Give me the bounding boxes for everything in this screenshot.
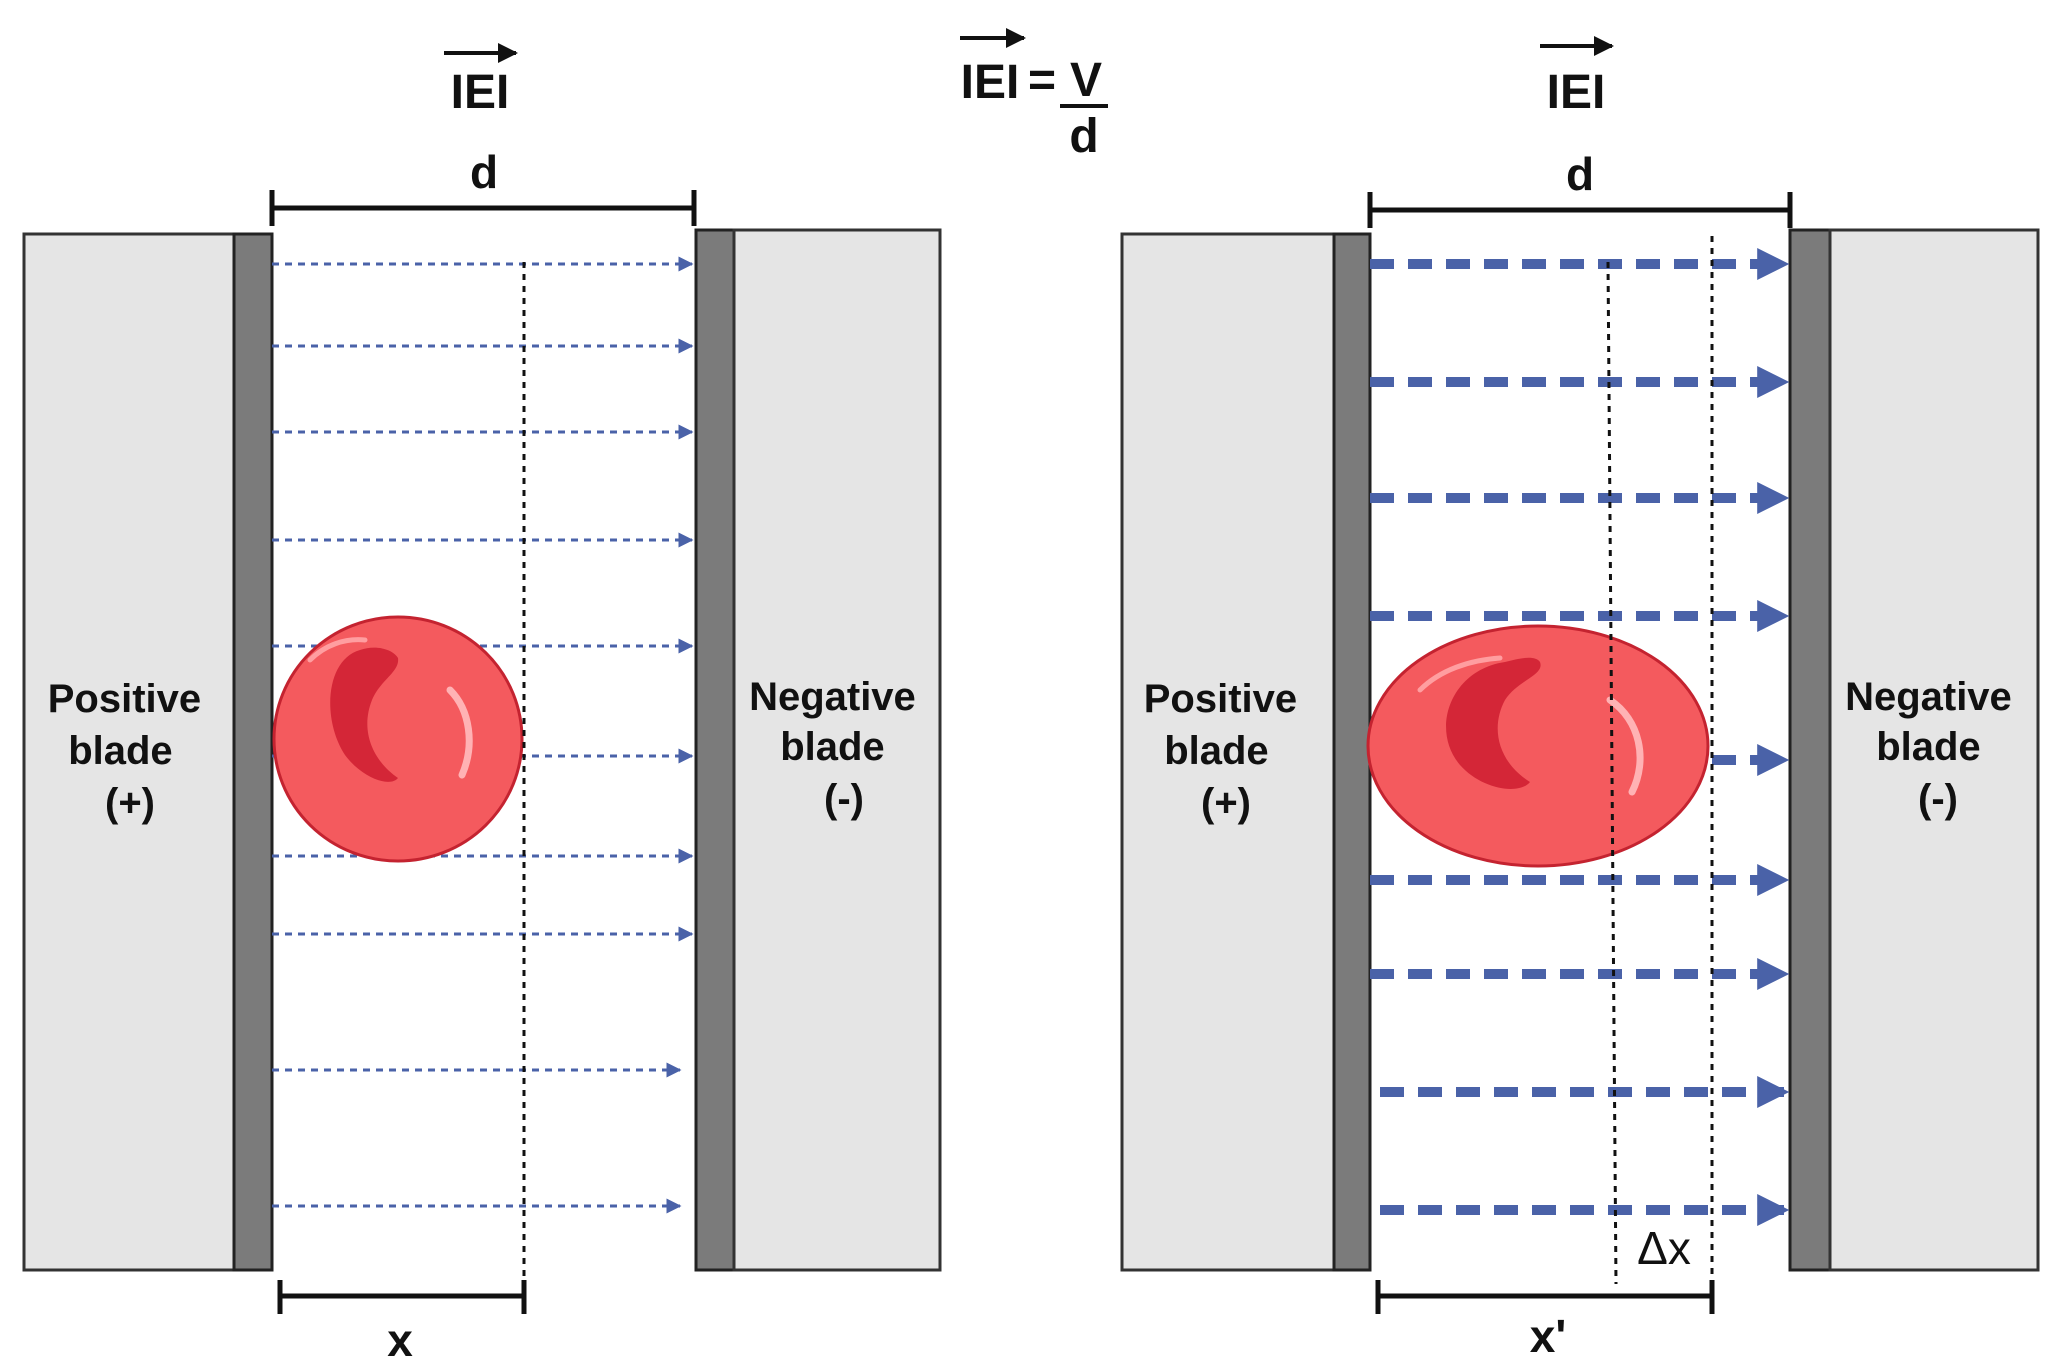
gap-dimension: d [1367,148,1793,228]
positive-electrode [232,232,274,1272]
positive-blade [1120,232,1336,1272]
positive-blade-label: Positive blade (+) [48,677,213,825]
svg-text:IEI: IEI [1547,66,1606,119]
formula-denominator: d [1069,110,1098,163]
field-vector-label: IEI [444,43,518,119]
displacement-dimension: x' [1375,1280,1715,1362]
svg-text:d: d [470,146,498,198]
delta-x-label: Δx [1637,1222,1691,1274]
formula-equals: = [1028,54,1056,107]
negative-blade [1828,228,2040,1272]
formula-lhs: IEI [961,56,1020,109]
red-blood-cell-elongated [1366,624,1710,868]
negative-blade-label: Negative blade (-) [749,675,927,821]
displacement-dimension: x [277,1280,527,1366]
formula-numerator: V [1070,54,1102,107]
original-position-guide [1606,261,1618,1285]
panel-after: IEI Positive blade (+) Negative blade (-… [1120,36,2040,1362]
svg-text:x: x [387,1314,413,1366]
negative-blade-label: Negative blade (-) [1845,675,2023,821]
svg-text:x': x' [1530,1310,1567,1362]
positive-blade-label: Positive blade (+) [1144,677,1309,825]
red-blood-cell-round [272,615,524,863]
gap-dimension: d [269,146,697,226]
field-formula: IEI = V d [960,28,1108,163]
svg-text:d: d [1566,148,1594,200]
field-vector-label: IEI [1540,36,1614,119]
panel-before: IEI Positive blade (+) Negative blade (-… [22,43,942,1366]
negative-electrode [1788,228,1832,1272]
negative-electrode [694,228,736,1272]
negative-blade [732,228,942,1272]
positive-electrode [1332,232,1372,1272]
positive-blade [22,232,236,1272]
svg-text:IEI: IEI [451,66,510,119]
